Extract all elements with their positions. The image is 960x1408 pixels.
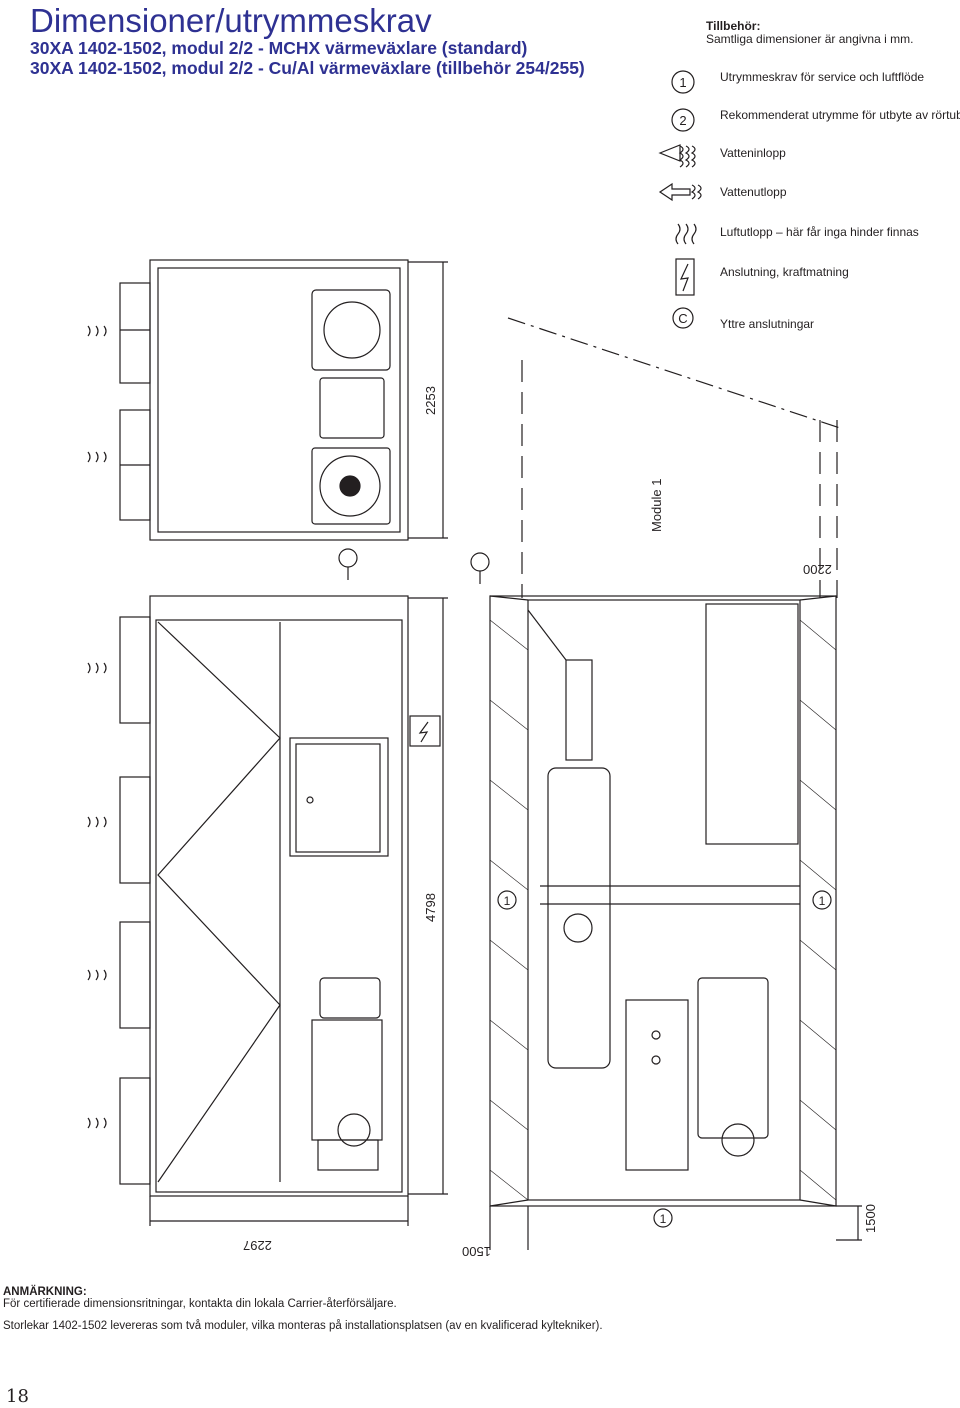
legend-label-external: Yttre anslutningar — [720, 317, 815, 331]
accessory-text: Samtliga dimensioner är angivna i mm. — [706, 32, 914, 46]
subtitle-mchx: 30XA 1402-1502, modul 2/2 - MCHX värmevä… — [30, 38, 528, 58]
power-supply-icon — [675, 258, 695, 296]
zone-marker-right: 1 — [819, 894, 826, 908]
subtitle-cual: 30XA 1402-1502, modul 2/2 - Cu/Al värmev… — [30, 58, 585, 78]
note-title: ANMÄRKNING: — [3, 1286, 87, 1298]
top-view — [119, 259, 490, 584]
circle-1-symbol: 1 — [679, 75, 686, 90]
air-outlet-marks — [87, 325, 107, 1129]
dim-clearance-side: 1500 — [462, 1244, 491, 1259]
module-label: Module 1 — [649, 478, 664, 532]
dim-clearance-right: 1500 — [863, 1204, 878, 1233]
circle-2-icon: 2 — [671, 108, 695, 132]
page-title: Dimensioner/utrymmeskrav — [30, 2, 432, 39]
circle-2-symbol: 2 — [679, 113, 686, 128]
zone-marker-left: 1 — [504, 894, 511, 908]
legend-label-water-inlet: Vatteninlopp — [720, 146, 786, 160]
zone-marker-bottom: 1 — [660, 1212, 667, 1226]
dim-clearance-top: 2200 — [803, 562, 832, 577]
service-space — [489, 595, 862, 1250]
dim-height-top: 2253 — [423, 386, 438, 415]
circle-c-icon: C — [672, 307, 694, 329]
legend-label-service: Utrymmeskrav för service och luftflöde — [720, 70, 925, 84]
note-line-2: Storlekar 1402-1502 levereras som två mo… — [3, 1320, 603, 1332]
legend-label-water-outlet: Vattenutlopp — [720, 185, 787, 199]
air-outlet-icon — [675, 223, 697, 245]
legend-label-power: Anslutning, kraftmatning — [720, 265, 849, 279]
circle-c-symbol: C — [678, 311, 687, 326]
side-view — [119, 595, 448, 1226]
page-number: 18 — [6, 1386, 29, 1407]
dim-height-bottom: 4798 — [423, 893, 438, 922]
clearance-lines — [507, 317, 841, 598]
water-outlet-icon — [658, 182, 702, 202]
note-line-1: För certifierade dimensionsritningar, ko… — [3, 1298, 397, 1310]
legend-label-tube-space: Rekommenderat utrymme för utbyte av rört… — [720, 108, 960, 122]
water-inlet-icon — [658, 144, 696, 168]
legend-label-air-outlet: Luftutlopp – här får inga hinder finnas — [720, 225, 919, 239]
accessory-title: Tillbehör: — [706, 19, 761, 33]
dim-width: 2297 — [243, 1238, 272, 1253]
circle-1-icon: 1 — [671, 70, 695, 94]
